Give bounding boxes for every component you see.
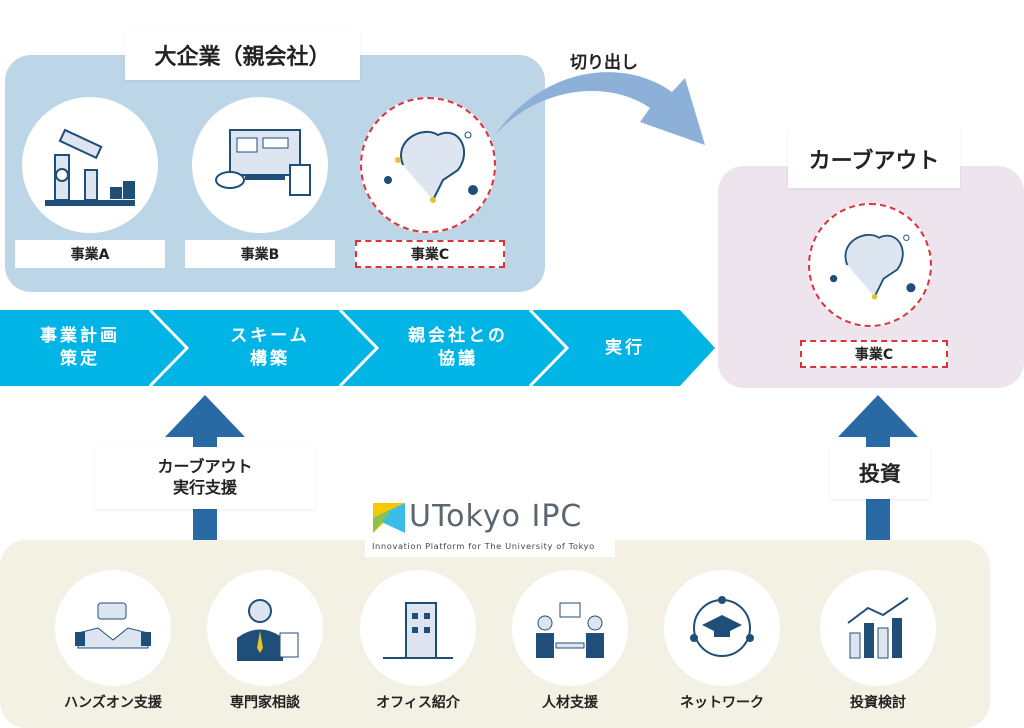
support-line: 実行支援 — [172, 478, 237, 497]
step-negotiation: 親会社との協議 — [383, 310, 533, 386]
service-investment: 投資検討 — [850, 695, 906, 711]
service-office: オフィス紹介 — [376, 695, 460, 711]
computer-cloud-icon — [192, 97, 328, 233]
office-building-icon — [360, 570, 476, 686]
robot-arm-icon — [22, 97, 158, 233]
utokyo-ipc-logo: UTokyo IPC Innovation Platform for The U… — [365, 497, 615, 557]
service-talent: 人材支援 — [542, 695, 598, 711]
people-meeting-icon — [512, 570, 628, 686]
step-line: 協議 — [438, 349, 478, 369]
support-box: カーブアウト実行支援 — [95, 447, 315, 509]
expert-icon — [207, 570, 323, 686]
step-line: 親会社との — [408, 326, 508, 347]
brain-circuit-icon — [808, 203, 932, 327]
logo-tagline: Innovation Platform for The University o… — [372, 541, 595, 551]
carveout-title: カーブアウト — [788, 130, 960, 188]
carveout-arrow-label: 切り出し — [570, 53, 638, 73]
step-execution: 実行 — [570, 310, 680, 386]
investment-box: 投資 — [830, 447, 930, 499]
business-a-label: 事業A — [15, 240, 165, 268]
logo-name: UTokyo IPC — [409, 499, 583, 534]
business-b-label: 事業B — [185, 240, 335, 268]
step-line: 事業計画 — [40, 326, 120, 347]
service-hands-on: ハンズオン支援 — [64, 695, 162, 711]
parent-company-title: 大企業（親会社） — [125, 30, 360, 80]
step-business-plan: 事業計画策定 — [10, 310, 150, 386]
process-band — [0, 310, 715, 386]
support-line: カーブアウト — [157, 457, 253, 477]
step-line: 実行 — [605, 337, 645, 358]
brain-circuit-icon — [360, 97, 496, 233]
investment-chart-icon — [820, 570, 936, 686]
service-network: ネットワーク — [680, 695, 764, 711]
step-line: 構築 — [250, 349, 290, 369]
handshake-icon — [55, 570, 171, 686]
carveout-business-c-label: 事業C — [800, 340, 948, 368]
carveout-curved-arrow — [495, 72, 705, 145]
step-scheme: スキーム構築 — [195, 310, 345, 386]
network-graduation-icon — [664, 570, 780, 686]
step-line: スキーム — [230, 326, 310, 347]
business-c-label: 事業C — [355, 240, 505, 268]
service-expert: 専門家相談 — [230, 695, 300, 711]
step-line: 策定 — [60, 349, 100, 369]
